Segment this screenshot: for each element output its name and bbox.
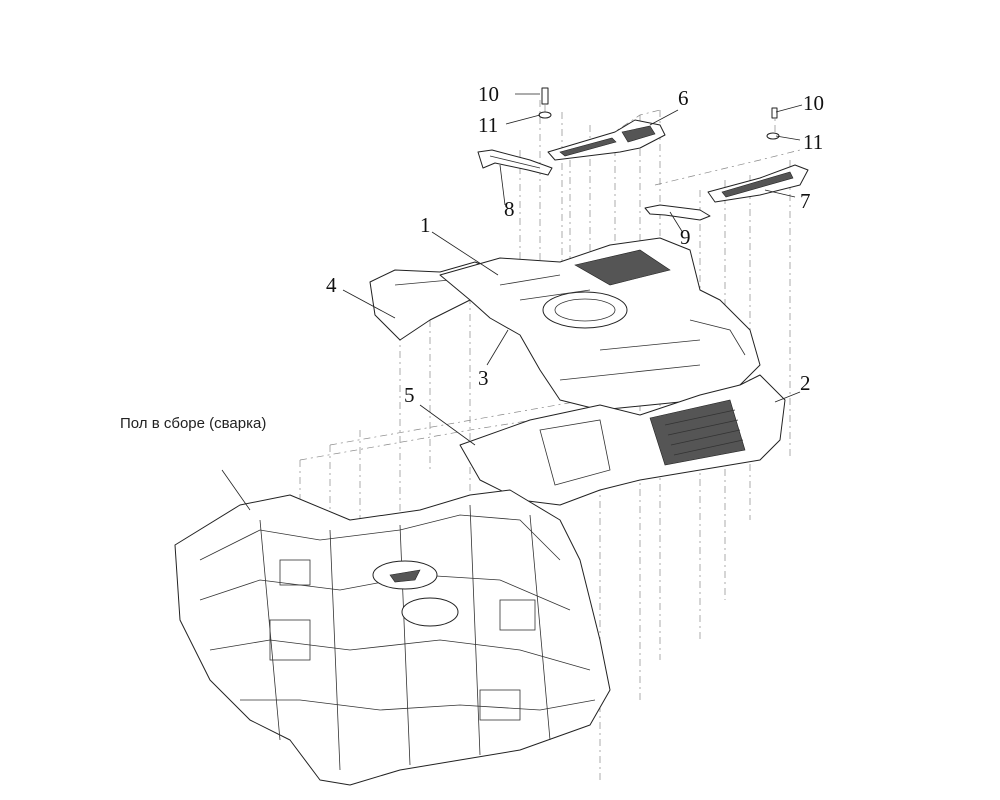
part-6-reinforcement (547, 119, 666, 161)
leader-lines (221, 93, 803, 511)
callout-7: 7 (800, 189, 811, 213)
floor-welded-assembly (174, 489, 611, 786)
callout-10-left: 10 (478, 82, 499, 106)
callout-1: 1 (420, 213, 431, 237)
part-1-front-floor-insulation (439, 237, 761, 411)
part-8-bracket (477, 149, 553, 176)
fastener-left (538, 87, 552, 119)
part-7-reinforcement (707, 164, 809, 203)
assembly-caption: Пол в сборе (сварка) (120, 415, 266, 432)
callout-6: 6 (678, 86, 689, 110)
part-9-bracket (644, 204, 711, 221)
callout-labels: 10 11 6 10 11 7 8 9 1 4 3 2 5 Пол в сбор… (120, 82, 824, 432)
callout-9: 9 (680, 225, 691, 249)
fastener-right (766, 107, 780, 140)
callout-4: 4 (326, 273, 337, 297)
callout-2: 2 (800, 371, 811, 395)
callout-11-right: 11 (803, 130, 823, 154)
callout-11-left: 11 (478, 113, 498, 137)
part-2-rear-floor-mat (459, 374, 786, 506)
callout-8: 8 (504, 197, 515, 221)
callout-3: 3 (478, 366, 489, 390)
callout-5: 5 (404, 383, 415, 407)
callout-10-right: 10 (803, 91, 824, 115)
